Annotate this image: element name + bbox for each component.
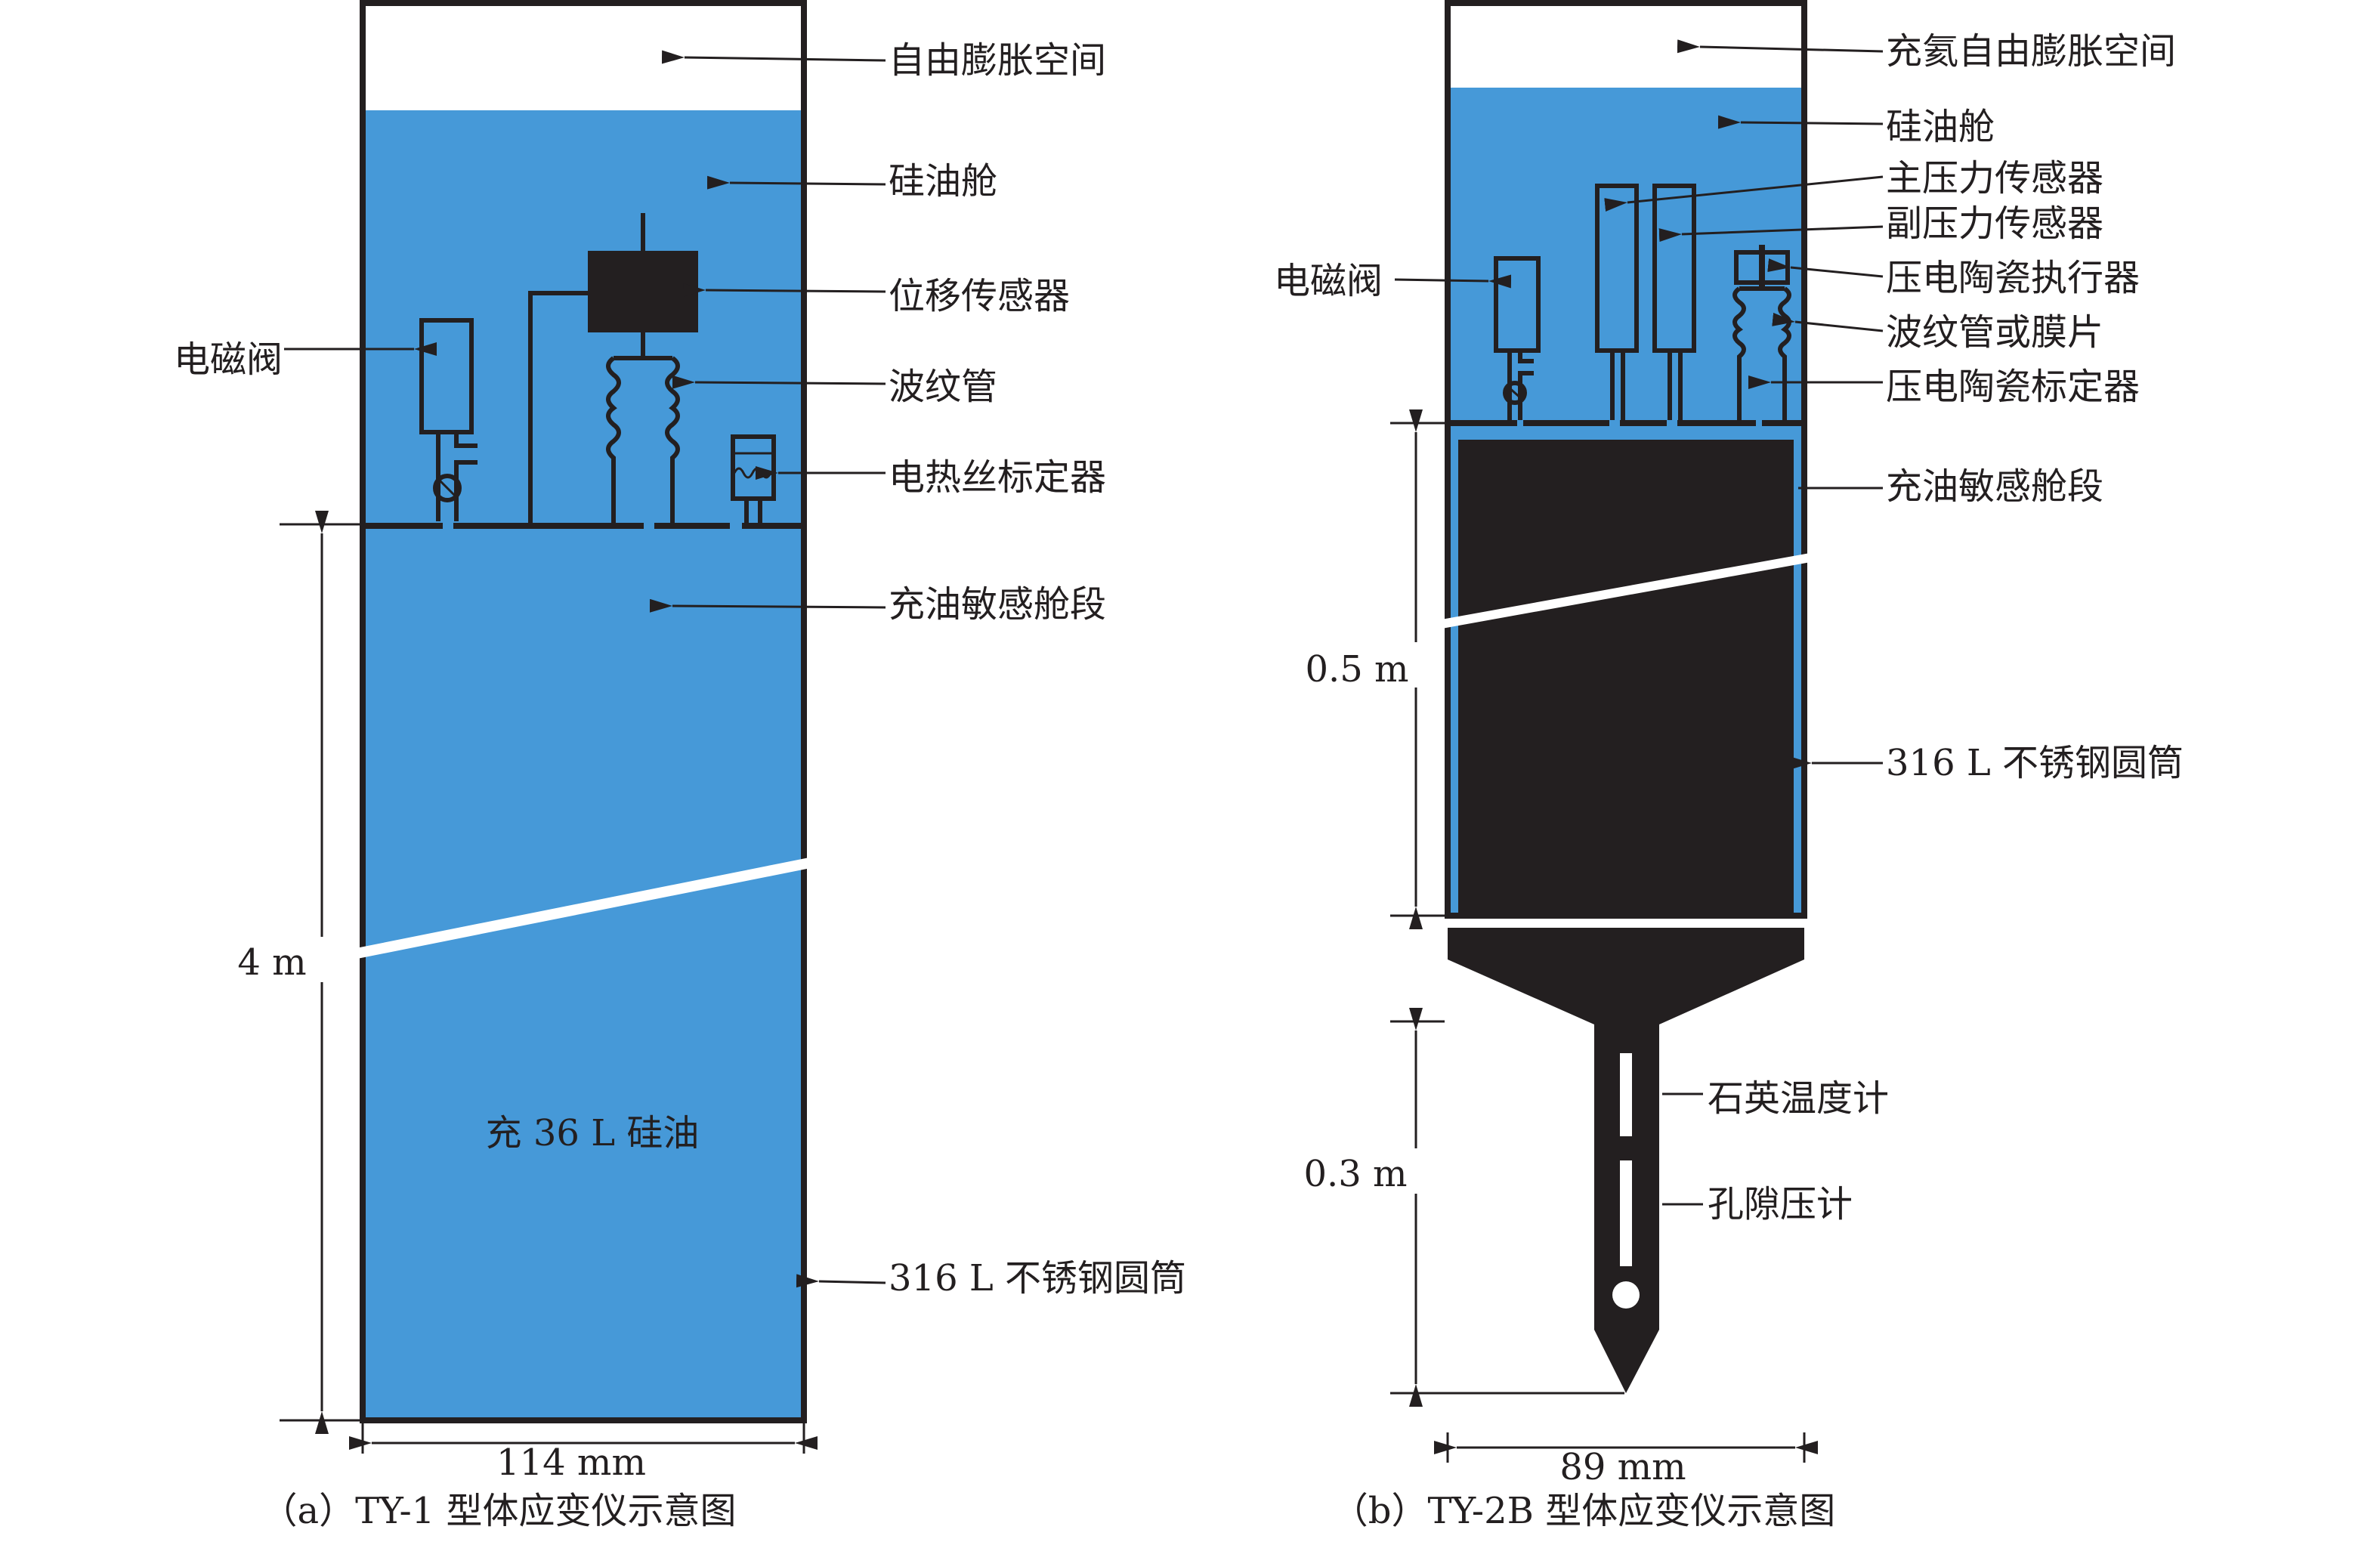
ty2b-label-piezo-actuator: 压电陶瓷执行器 <box>1886 257 2140 299</box>
ty2b-label-oil-chamber: 硅油舱 <box>1886 106 1995 148</box>
ty2b-label-bellows: 波纹管或膜片 <box>1886 311 2103 354</box>
ty1-label-displacement-sensor: 位移传感器 <box>889 275 1070 317</box>
ty1-label-tube: 316 L 不锈钢圆筒 <box>889 1257 1186 1299</box>
ty2b-lower-height-value: 0.3 m <box>1303 1153 1407 1195</box>
ty2b-label-piezo-calibrator: 压电陶瓷标定器 <box>1886 366 2140 408</box>
ty1-leader-lines <box>284 50 886 1288</box>
ty2b-instrument: 充氦自由膨胀空间 硅油舱 主压力传感器 副压力传感器 压电陶瓷执行器 波纹管或膜… <box>1274 0 2184 1532</box>
ty2b-caption: （b）TY-2B 型体应变仪示意图 <box>1332 1490 1835 1532</box>
ty1-label-fill: 充 36 L 硅油 <box>486 1112 700 1154</box>
ty2b-sensitive-block <box>1458 440 1794 913</box>
ty2b-label-free-space: 充氦自由膨胀空间 <box>1886 30 2176 73</box>
ty2b-label-tube: 316 L 不锈钢圆筒 <box>1886 742 2184 784</box>
ty1-label-heater-calibrator: 电热丝标定器 <box>889 456 1106 499</box>
ty1-label-bellows: 波纹管 <box>889 366 997 408</box>
ty2b-main-pressure-sensor <box>1595 184 1639 420</box>
ty2b-probe-hole <box>1612 1281 1640 1309</box>
ty1-width-dimension <box>349 1423 818 1454</box>
ty2b-solenoid-valve <box>1494 256 1541 420</box>
ty1-caption: （a）TY-1 型体应变仪示意图 <box>261 1490 736 1532</box>
ty2b-label-sensitive-section: 充油敏感舱段 <box>1886 465 2103 508</box>
ty2b-width-dimension <box>1434 1432 1818 1463</box>
ty2b-sub-pressure-sensor <box>1652 184 1696 420</box>
ty2b-tube-wall <box>1445 0 1807 919</box>
ty2b-upper-height-dimension <box>1390 409 1445 929</box>
ty1-label-oil-chamber: 硅油舱 <box>889 160 997 202</box>
ty2b-break-line <box>1440 553 1812 629</box>
ty1-tube-wall <box>360 0 807 1423</box>
ty1-bellows <box>606 356 680 524</box>
ty2b-pore-pressure-slot <box>1620 1160 1632 1266</box>
ty2b-label-pore-pressure: 孔隙压计 <box>1708 1183 1853 1225</box>
ty1-label-valve: 电磁阀 <box>174 338 283 381</box>
ty2b-thermometer-slot <box>1620 1053 1632 1136</box>
ty2b-lower-height-dimension <box>1390 1008 1624 1407</box>
ty1-solenoid-valve <box>419 318 478 521</box>
ty2b-upper-height-value: 0.5 m <box>1305 648 1408 691</box>
ty1-oil-body <box>363 110 804 1420</box>
ty2b-free-space <box>1448 3 1804 88</box>
ty1-height-dimension <box>280 511 363 1434</box>
ty2b-label-sub-pressure-sensor: 副压力传感器 <box>1886 202 2103 245</box>
ty1-height-value: 4 m <box>237 941 306 984</box>
ty1-break-line <box>355 857 811 959</box>
ty1-displacement-sensor <box>588 251 698 332</box>
ty1-instrument: 自由膨胀空间 硅油舱 位移传感器 波纹管 电热丝标定器 充油敏感舱段 316 L… <box>174 0 1186 1532</box>
ty1-label-sensitive-section: 充油敏感舱段 <box>889 583 1106 626</box>
ty2b-width-value: 89 mm <box>1559 1446 1686 1488</box>
ty1-label-free-space: 自由膨胀空间 <box>889 39 1106 82</box>
ty1-free-space <box>363 3 804 110</box>
ty2b-label-thermometer: 石英温度计 <box>1708 1077 1889 1120</box>
ty2b-label-main-pressure-sensor: 主压力传感器 <box>1886 157 2103 199</box>
ty2b-label-valve: 电磁阀 <box>1274 260 1383 302</box>
ty1-sensor-rod <box>528 213 645 524</box>
ty2b-leader-lines <box>1394 39 1884 1206</box>
ty1-width-value: 114 mm <box>496 1441 646 1484</box>
